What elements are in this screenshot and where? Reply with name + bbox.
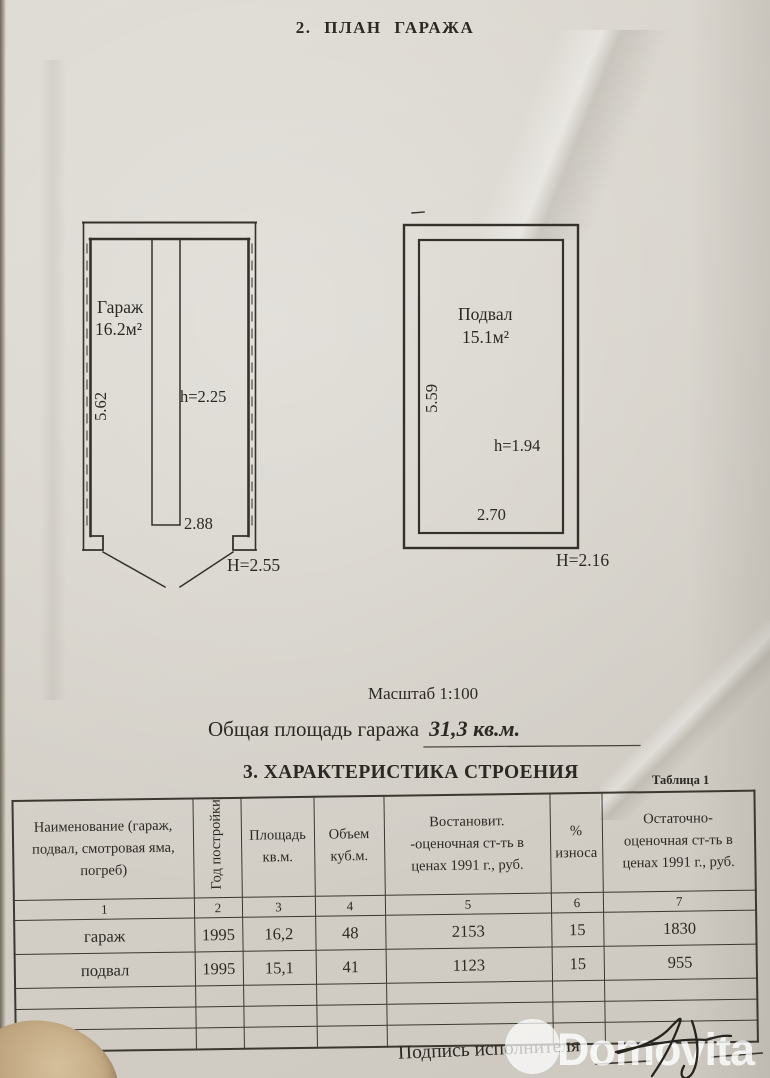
garage-area-label: 16.2м² (95, 319, 142, 339)
watermark-text: Domovita (557, 1024, 755, 1075)
basement-outer-height-dimension: H=2.16 (556, 550, 610, 570)
basement-area-label: 15.1м² (462, 327, 509, 347)
garage-inner-height-dimension: h=2.25 (180, 387, 227, 406)
total-area-value: 31,3 кв.м. (429, 716, 521, 741)
total-area-line: Общая площадь гаража 31,3 кв.м. (208, 716, 520, 742)
garage-room-label: Гараж (97, 297, 144, 317)
paper-left-edge (0, 0, 6, 1078)
garage-gate-height-dimension: H=2.55 (227, 555, 281, 575)
domovita-logo-icon (505, 1019, 560, 1074)
scale-label: Масштаб 1:100 (368, 684, 479, 703)
basement-room-label: Подвал (458, 304, 513, 324)
table-number-label: Таблица 1 (652, 773, 710, 787)
section-title-characteristics: 3. ХАРАКТЕРИСТИКА СТРОЕНИЯ (243, 762, 579, 783)
garage-width-dimension: 2.88 (184, 514, 213, 533)
total-area-label: Общая площадь гаража (208, 717, 420, 741)
section-title-plan: 2. ПЛАН ГАРАЖА (295, 18, 475, 37)
basement-width-dimension: 2.70 (477, 505, 506, 524)
basement-inner-height-dimension: h=1.94 (494, 436, 541, 455)
